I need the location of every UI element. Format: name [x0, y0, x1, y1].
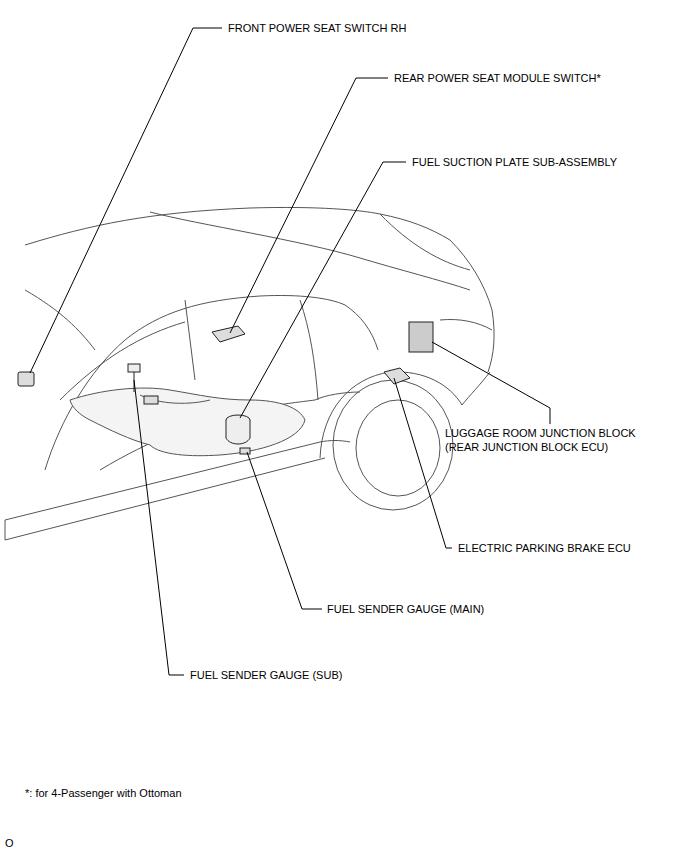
part-label: LUGGAGE ROOM JUNCTION BLOCK (REAR JUNCTI… — [445, 426, 660, 454]
part-label: ELECTRIC PARKING BRAKE ECU — [458, 541, 631, 555]
part-label: FUEL SENDER GAUGE (MAIN) — [327, 602, 484, 616]
figure-code: O — [5, 836, 14, 850]
part-label: FUEL SENDER GAUGE (SUB) — [190, 668, 342, 682]
footnote: *: for 4-Passenger with Ottoman — [25, 786, 182, 800]
part-label: FUEL SUCTION PLATE SUB-ASSEMBLY — [412, 155, 617, 169]
part-label: FRONT POWER SEAT SWITCH RH — [228, 21, 406, 35]
part-label: REAR POWER SEAT MODULE SWITCH* — [394, 71, 601, 85]
